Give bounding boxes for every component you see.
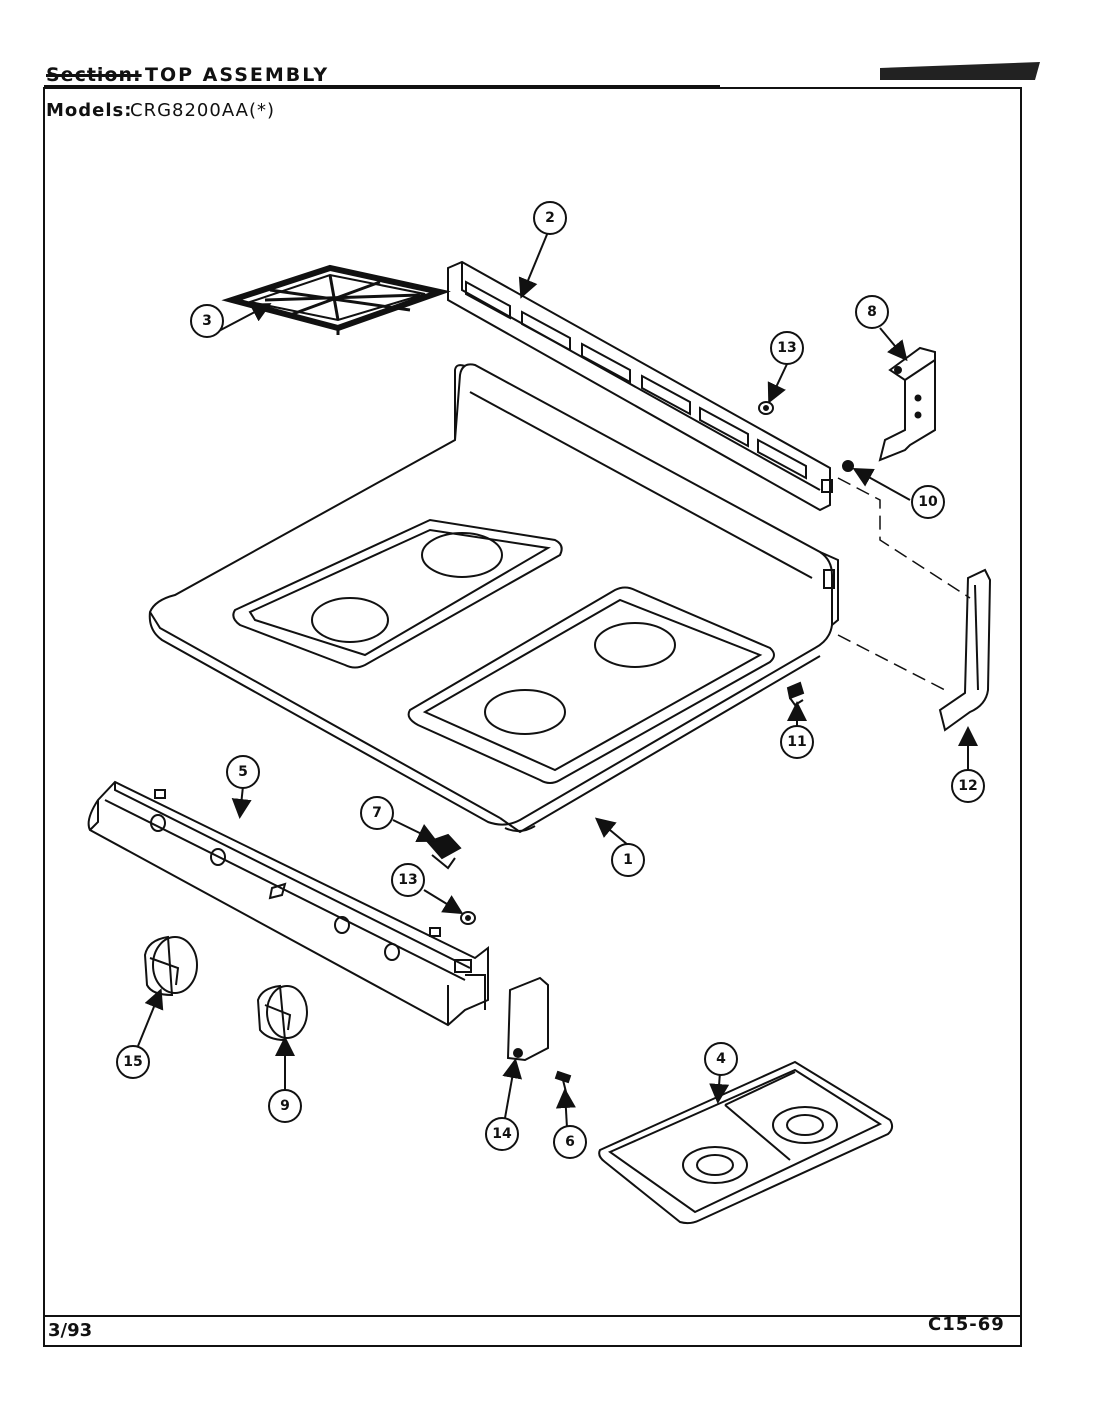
callout-13a: 13 — [777, 340, 796, 356]
callout-bubble-6 — [553, 1125, 587, 1159]
callout-6: 6 — [565, 1134, 575, 1150]
footer-date: 3/93 — [48, 1320, 93, 1341]
cover-bracket — [506, 976, 549, 1062]
side-trim-piece — [938, 568, 992, 732]
callout-9: 9 — [280, 1098, 290, 1114]
vent-trim-strip — [447, 260, 833, 512]
screw — [554, 1070, 572, 1093]
callout-8: 8 — [867, 304, 877, 320]
callout-14: 14 — [492, 1126, 512, 1142]
callout-11: 11 — [787, 734, 806, 750]
models-label: Models: — [46, 100, 133, 121]
callout-bubble-5 — [226, 755, 260, 789]
ink-smudge — [880, 62, 1040, 80]
mounting-bracket — [878, 346, 936, 462]
callout-bubble-8 — [855, 295, 889, 329]
callout-bubble-10 — [911, 485, 945, 519]
callout-bubbles — [116, 201, 985, 1159]
callout-bubble-15 — [116, 1045, 150, 1079]
callout-1: 1 — [623, 852, 633, 868]
section-label: Section: — [46, 64, 142, 86]
assembly-guide-lines — [837, 477, 971, 691]
callout-12: 12 — [958, 778, 977, 794]
callout-13b: 13 — [398, 872, 417, 888]
callout-leaders — [137, 231, 978, 1129]
callout-2: 2 — [545, 210, 555, 226]
callout-bubble-11 — [780, 725, 814, 759]
callout-bubble-14 — [485, 1117, 519, 1151]
callout-bubble-4 — [704, 1042, 738, 1076]
grommet-lower — [460, 911, 476, 925]
bracket-screw — [842, 460, 854, 472]
callout-bubble-12 — [951, 769, 985, 803]
callout-bubble-2 — [533, 201, 567, 235]
callout-7: 7 — [372, 805, 382, 821]
callout-bubble-13a — [770, 331, 804, 365]
burner-grate — [221, 264, 451, 335]
callout-bubble-3 — [190, 304, 224, 338]
control-knob-large — [143, 935, 198, 997]
models-value: CRG8200AA(*) — [130, 100, 276, 121]
callout-numbers: 1 2 3 4 5 6 7 8 9 10 11 12 13 13 14 15 — [123, 210, 977, 1150]
drip-pan-tray — [598, 1060, 894, 1225]
section-title: TOP ASSEMBLY — [145, 64, 330, 86]
callout-5: 5 — [238, 764, 248, 780]
shoulder-bolt — [786, 681, 805, 707]
callout-15: 15 — [123, 1054, 142, 1070]
callout-bubble-7 — [360, 796, 394, 830]
callout-bubble-13b — [391, 863, 425, 897]
callout-bubble-1 — [611, 843, 645, 877]
callout-bubble-9 — [268, 1089, 302, 1123]
grommet-upper — [758, 401, 774, 415]
manifold-panel — [87, 780, 489, 1027]
main-cooktop — [148, 363, 839, 834]
callout-3: 3 — [202, 313, 212, 329]
control-knob-small — [256, 984, 308, 1042]
callout-4: 4 — [716, 1051, 726, 1067]
callout-10: 10 — [918, 494, 938, 510]
footer-code: C15-69 — [928, 1314, 1005, 1335]
page-frame — [43, 87, 1022, 1347]
